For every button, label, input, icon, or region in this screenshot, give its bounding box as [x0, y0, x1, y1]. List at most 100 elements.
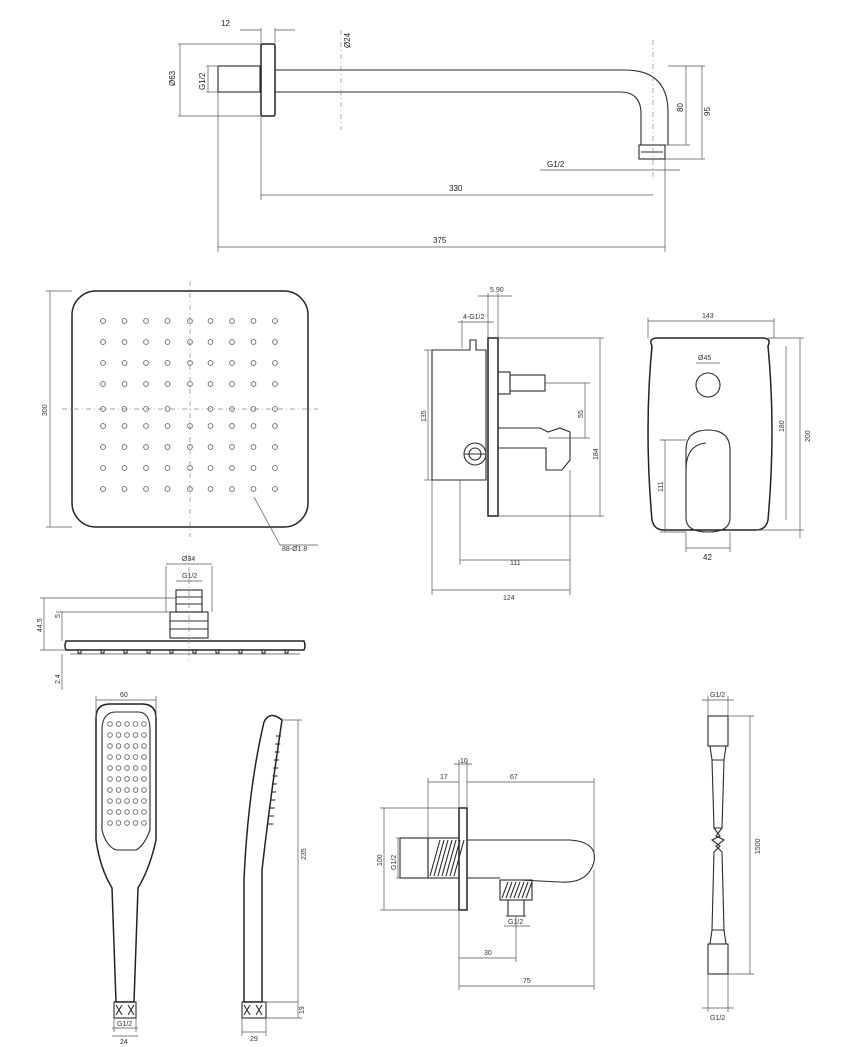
hand-side-connector: [241, 1001, 267, 1019]
rain-nozzle: [207, 381, 214, 387]
dim-front-width: 143: [702, 313, 714, 320]
dim-front-height-inner: 180: [779, 420, 786, 432]
dim-front-lever-width: 42: [703, 553, 712, 562]
dim-arm-flange-thickness: 12: [221, 19, 230, 28]
hand-nozzle: [124, 732, 130, 738]
hand-nozzle: [107, 754, 113, 760]
rain-nozzle: [250, 465, 257, 471]
hose-bottom-nut: [707, 943, 729, 975]
rain-nozzle: [272, 406, 278, 412]
shower-arm-view: 12 Ø24 Ø63 G1/2 80 95 G1/2 330 375: [168, 19, 712, 252]
dim-rain-plate: 5: [55, 614, 62, 618]
hand-shower-side: 235 19 29: [241, 714, 308, 1043]
hand-nozzle: [141, 754, 147, 760]
rain-nozzle: [250, 486, 257, 492]
hand-shower-nozzles: [107, 721, 147, 826]
hand-nozzle: [107, 732, 113, 738]
hand-nozzle: [141, 809, 147, 815]
mixer-side-view: 5.90 4-G1/2 135 55 184 111 124: [421, 287, 604, 602]
rain-nozzle: [121, 423, 128, 429]
dim-arm-total-drop: 95: [703, 107, 712, 116]
dim-front-knob: Ø45: [698, 355, 711, 362]
rain-nozzle: [143, 406, 149, 412]
rain-nozzle: [250, 318, 257, 324]
hand-nozzle: [124, 743, 130, 749]
rain-nozzle: [121, 406, 128, 412]
rain-nozzle: [187, 444, 193, 450]
rain-nozzle: [121, 486, 128, 492]
rain-nozzle: [164, 381, 171, 387]
rain-nozzle: [229, 444, 235, 450]
hand-nozzle: [115, 798, 122, 804]
dim-rain-nut-width: Ø34: [182, 556, 195, 563]
hand-nozzle: [107, 776, 113, 782]
rain-nozzle: [207, 486, 214, 492]
hand-nozzle: [132, 732, 139, 738]
rain-shower-plate: [71, 290, 309, 528]
hose-tube-upper: [711, 759, 725, 829]
rain-nozzle: [187, 360, 193, 366]
hand-nozzle: [107, 721, 113, 727]
hand-nozzle: [107, 809, 113, 815]
hose-top-nut: [707, 715, 729, 747]
rain-nozzle: [100, 360, 106, 366]
rain-nozzle: [207, 406, 214, 412]
rain-nozzle: [121, 360, 128, 366]
rain-shower-side: Ø34 G1/2 44.5 5 2.4: [37, 555, 306, 690]
rain-nozzle: [229, 465, 235, 471]
rain-nozzle: [272, 381, 278, 387]
hand-nozzle: [141, 798, 147, 804]
rain-nozzle: [164, 465, 171, 471]
rain-nozzle: [100, 406, 106, 412]
dim-outlet-outlet: G1/2: [508, 919, 523, 926]
dim-hand-width: 60: [120, 692, 128, 699]
arm-flange: [260, 43, 276, 117]
dim-mixer-top: 5.90: [490, 287, 504, 294]
dim-hand-base: 24: [120, 1039, 128, 1046]
rain-nozzle: [187, 486, 193, 492]
hose-tube-lower: [711, 851, 725, 931]
rain-nozzle: [250, 381, 257, 387]
hand-nozzle: [115, 743, 122, 749]
dim-rain-height: 44.5: [37, 618, 44, 632]
rain-nozzle: [207, 318, 214, 324]
hand-nozzle: [132, 754, 139, 760]
rain-nozzle: [100, 465, 106, 471]
rain-nozzle: [143, 339, 149, 345]
arm-nozzle: [638, 144, 666, 160]
hand-nozzle: [124, 787, 130, 793]
rain-nozzle: [229, 360, 235, 366]
wall-outlet-view: 10 17 67 100 G1/2 G1/2 30 75: [377, 758, 596, 990]
arm-tube-bottom: [275, 91, 642, 145]
mixer-knob-stem: [497, 371, 511, 395]
hand-nozzle: [132, 721, 139, 727]
dim-mixer-body-height: 135: [421, 410, 428, 422]
rain-nozzle: [250, 423, 257, 429]
rain-nozzle: [143, 444, 149, 450]
dim-outlet-inlet: G1/2: [391, 855, 398, 870]
dim-outlet-plate-thickness: 10: [460, 758, 468, 765]
dim-outlet-spout-length: 67: [510, 774, 518, 781]
hand-nozzle: [132, 743, 139, 749]
hand-nozzle: [124, 776, 130, 782]
hand-nozzle: [115, 776, 122, 782]
hand-nozzle: [115, 732, 122, 738]
rain-nozzle: [143, 423, 149, 429]
dim-outlet-total-length: 75: [523, 978, 531, 985]
rain-nozzle: [187, 339, 193, 345]
rain-nozzle: [229, 406, 235, 412]
dim-hand-side-base: 29: [250, 1036, 258, 1043]
rain-nozzle: [100, 486, 106, 492]
hand-nozzle: [141, 787, 147, 793]
hand-side-body: [243, 714, 283, 1003]
hand-nozzle: [115, 809, 122, 815]
dim-front-height-total: 200: [805, 430, 812, 442]
rain-nozzle: [207, 465, 214, 471]
rain-nozzle: [187, 465, 193, 471]
dim-outlet-plate-height: 100: [377, 854, 384, 866]
hand-nozzle: [107, 787, 113, 793]
rain-nozzle: [143, 318, 149, 324]
rain-nozzle: [164, 423, 171, 429]
hand-nozzle: [124, 809, 130, 815]
